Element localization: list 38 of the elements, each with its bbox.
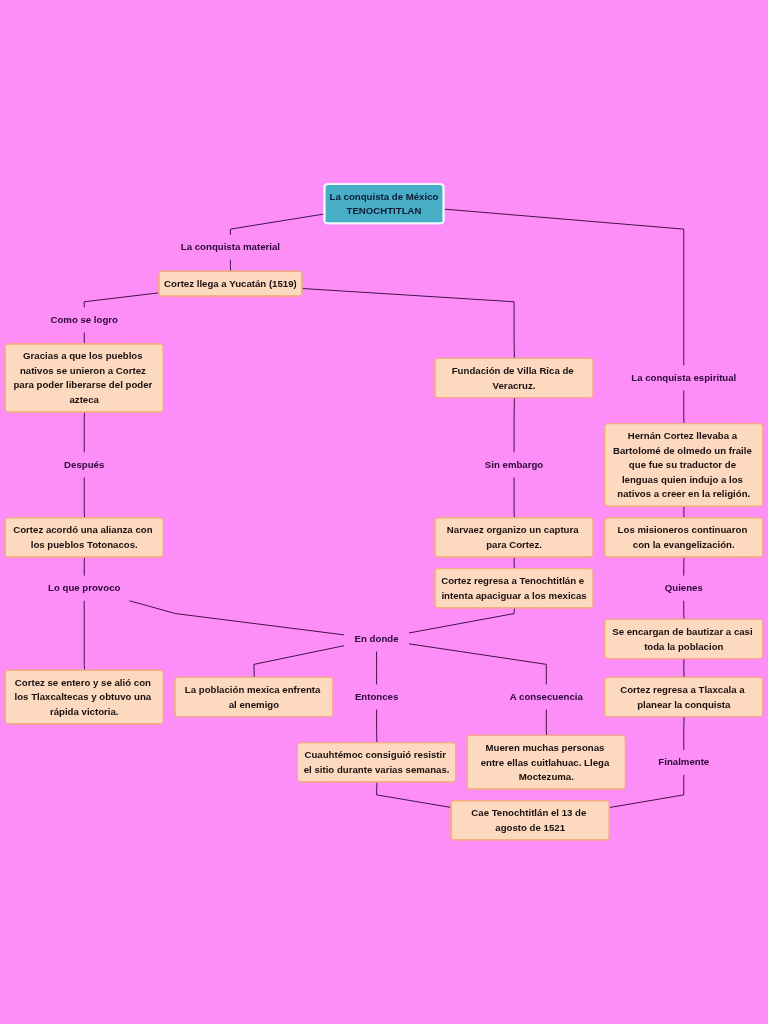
connector [301, 288, 515, 360]
connector [253, 645, 345, 679]
node-text: En donde [354, 633, 399, 644]
node-text: Finalmente [658, 756, 710, 768]
connector [376, 650, 378, 686]
node-text: La conquista material [180, 241, 280, 253]
connector [83, 411, 86, 453]
node-text: Lo que provoco [48, 582, 121, 594]
node-text: Sin embargo [484, 458, 544, 470]
connector [83, 476, 86, 519]
node-text: Como se logro [50, 313, 118, 325]
connector [513, 397, 515, 453]
connector [683, 716, 685, 751]
connector [83, 292, 160, 309]
node-text: Entonces [354, 691, 399, 702]
connector [683, 556, 685, 577]
connector [545, 708, 548, 737]
connector [513, 556, 515, 570]
connector [83, 600, 86, 671]
connector [513, 476, 515, 519]
connector [443, 208, 685, 367]
connector [683, 389, 685, 425]
connector [376, 781, 452, 808]
connector [683, 600, 685, 621]
connector [408, 607, 515, 634]
connector [683, 506, 685, 519]
connector [683, 658, 685, 679]
connector [408, 643, 547, 686]
connector [229, 259, 232, 273]
node-text: Quienes [664, 582, 703, 594]
node-text: La conquista espiritual [631, 372, 737, 383]
connector [128, 600, 345, 636]
node-text: A consecuencia [509, 691, 583, 702]
connector [376, 708, 378, 744]
connector [83, 556, 86, 577]
node-text: Después [64, 458, 105, 470]
connector [83, 331, 86, 345]
connector [609, 774, 685, 808]
